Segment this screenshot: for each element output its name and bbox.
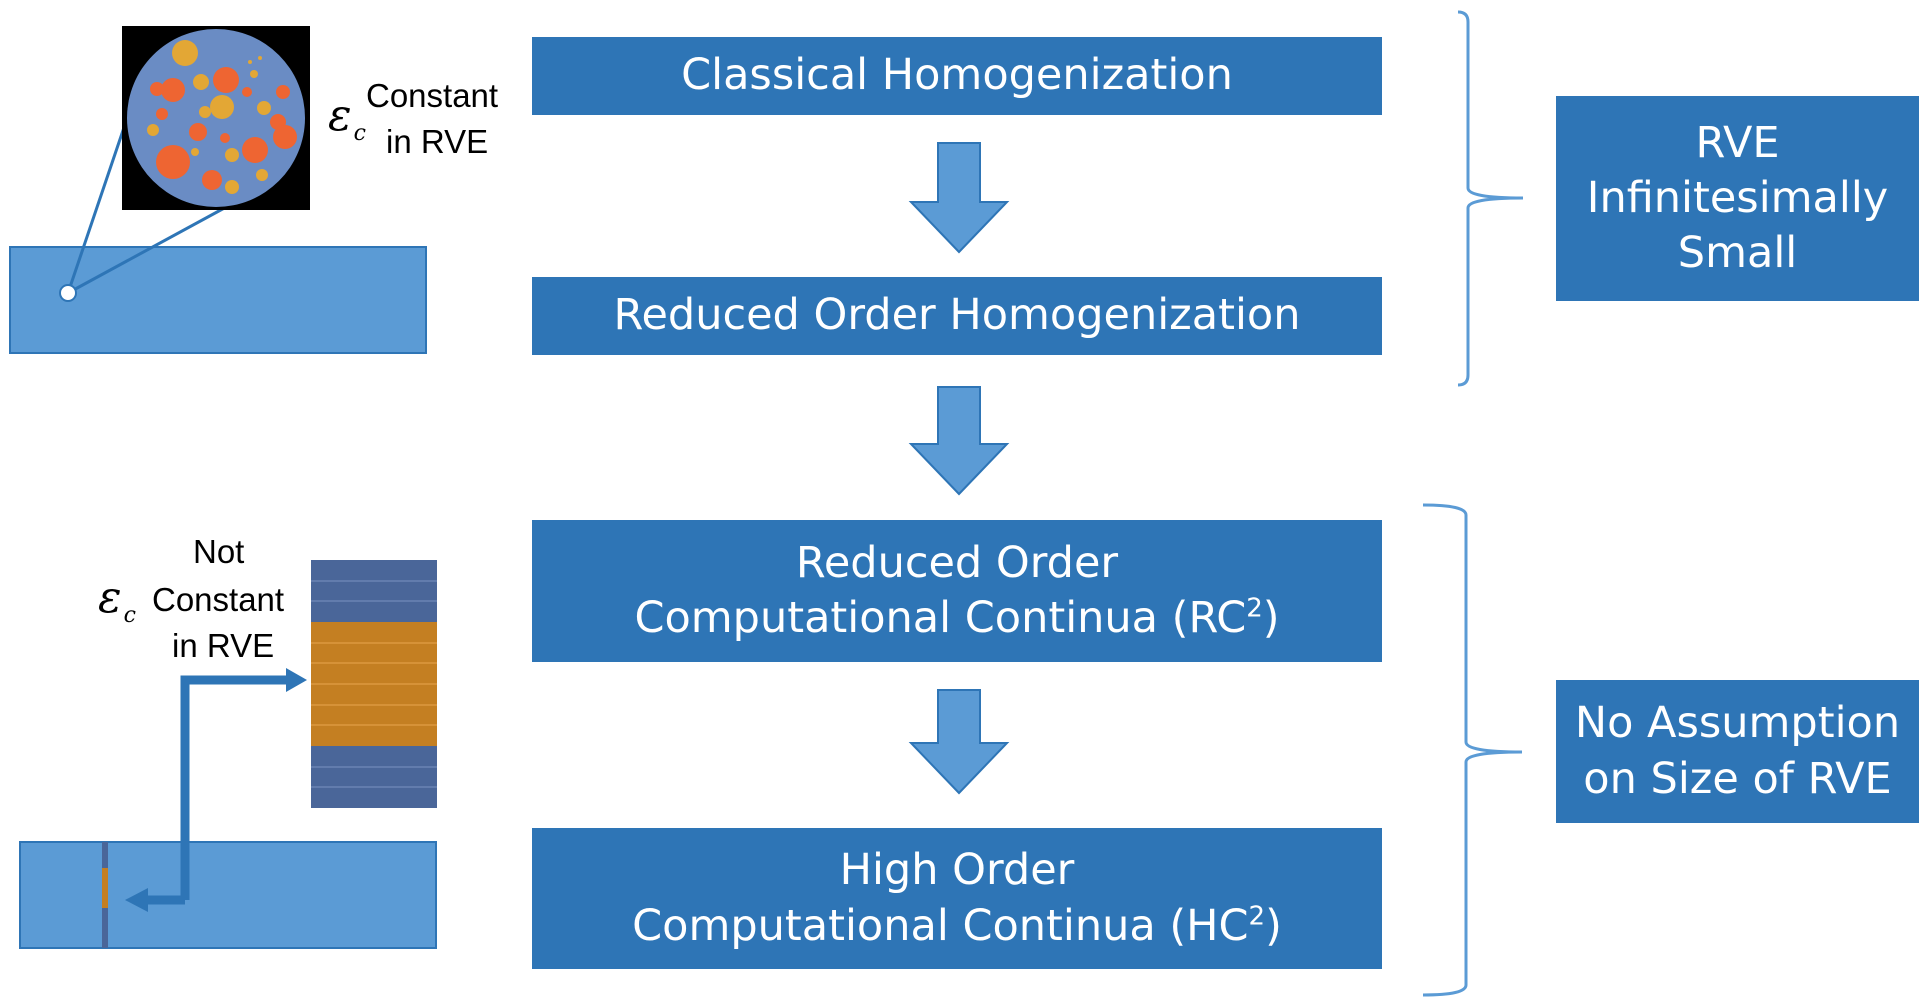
reduced-order-homogenization-box: Reduced Order Homogenization xyxy=(532,277,1382,355)
not-label: Not xyxy=(193,533,245,570)
macro-bar-bottom xyxy=(19,841,437,949)
flow-arrow-3 xyxy=(908,689,1010,795)
in-rve-label-bottom: in RVE xyxy=(172,627,275,664)
flow-arrow-1 xyxy=(908,142,1010,254)
hc2-box: High Order Computational Continua (HC2) xyxy=(532,828,1382,969)
connector-arrow xyxy=(180,675,290,900)
rc2-line2: Computational Continua (RC2) xyxy=(634,593,1280,643)
strain-symbol-bottom: εc xyxy=(98,572,136,628)
rve-infinitesimally-small-box: RVE Infinitesimally Small xyxy=(1556,96,1919,301)
in-rve-label-top: in RVE xyxy=(386,123,489,160)
layer-lines xyxy=(311,580,437,788)
connector-arrowhead-left xyxy=(125,888,148,912)
classical-homogenization-label: Classical Homogenization xyxy=(681,50,1233,101)
slice-marker-gold xyxy=(102,868,108,908)
macro-bar-top xyxy=(9,246,427,354)
inclusions xyxy=(147,40,297,194)
rc2-box: Reduced Order Computational Continua (RC… xyxy=(532,520,1382,662)
hc2-line1: High Order xyxy=(839,845,1075,896)
brace-top xyxy=(1457,10,1524,387)
flow-arrow-2 xyxy=(908,386,1010,496)
rc2-line1: Reduced Order xyxy=(795,537,1119,588)
strain-symbol-top: εc xyxy=(328,90,366,146)
classical-homogenization-box: Classical Homogenization xyxy=(532,37,1382,115)
connector-arrowhead-right xyxy=(286,668,307,692)
constant-label-bottom: Constant xyxy=(152,581,285,618)
constant-label: Constant xyxy=(366,77,499,114)
layer-lines-core xyxy=(311,642,437,726)
brace-bottom xyxy=(1422,503,1523,997)
reduced-order-homogenization-label: Reduced Order Homogenization xyxy=(613,290,1301,341)
material-point xyxy=(59,284,77,302)
hc2-line2: Computational Continua (HC2) xyxy=(632,900,1282,951)
no-assumption-box: No Assumption on Size of RVE xyxy=(1556,680,1919,823)
